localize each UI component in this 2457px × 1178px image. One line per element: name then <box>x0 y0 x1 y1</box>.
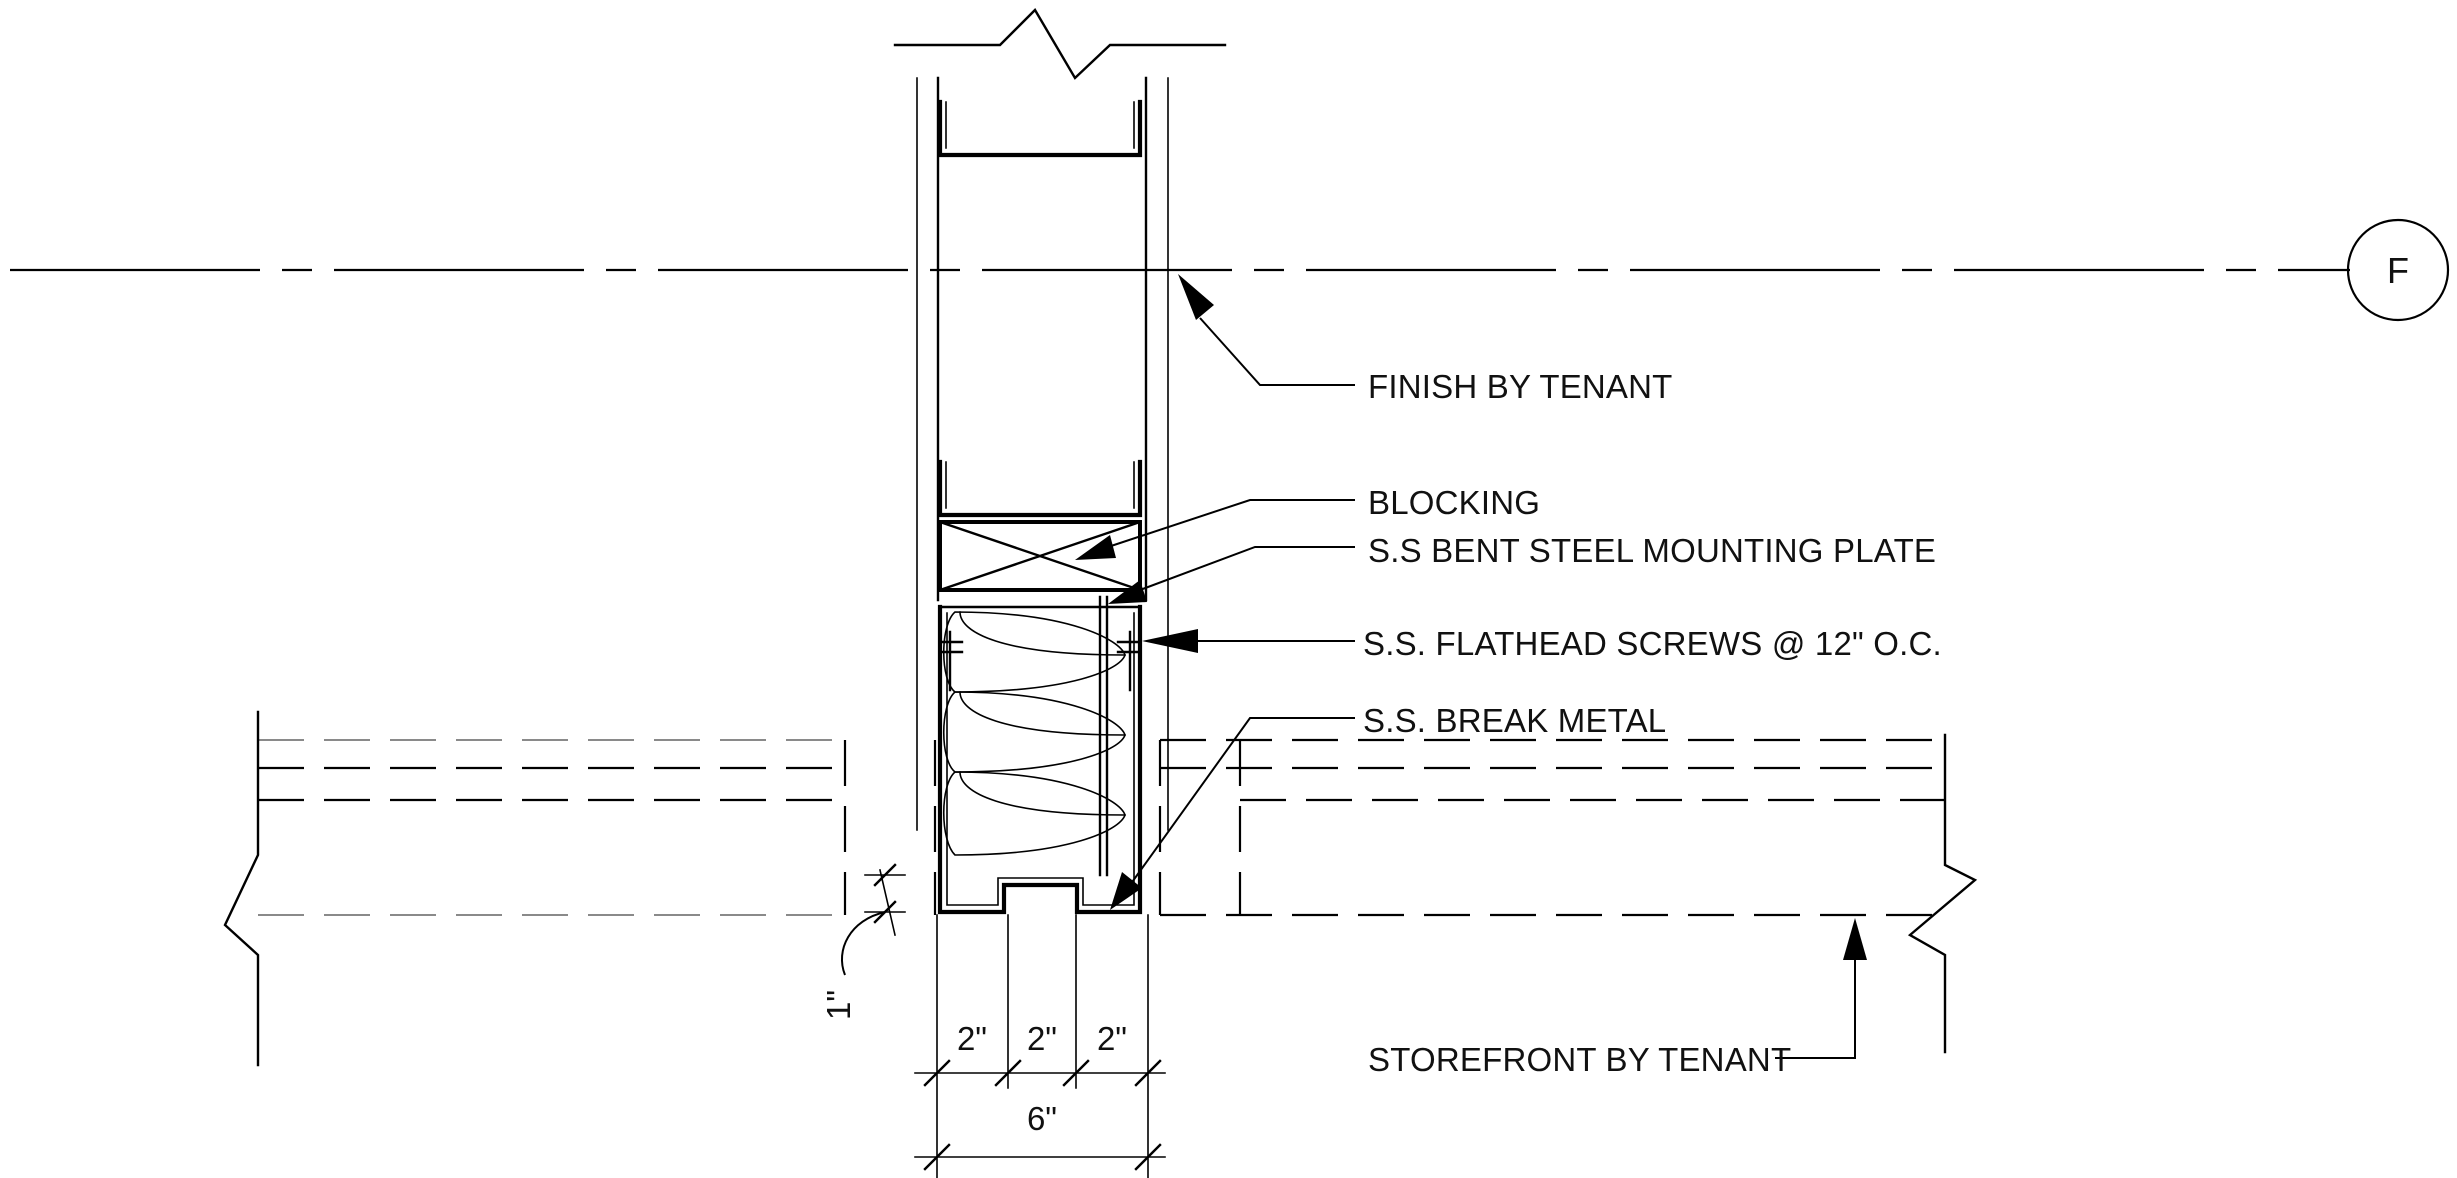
grid-bubble-f[interactable]: F <box>2346 218 2450 322</box>
dim-2in-c: 2" <box>1097 1020 1127 1057</box>
leader-screws <box>1142 629 1355 653</box>
leader-break-metal <box>1110 717 1355 910</box>
dimension-lines <box>840 863 1166 1178</box>
note-mounting-plate: S.S BENT STEEL MOUNTING PLATE <box>1368 532 1936 569</box>
leader-storefront <box>1775 918 1867 1059</box>
note-storefront: STOREFRONT BY TENANT <box>1368 1041 1791 1078</box>
note-finish-by-tenant: FINISH BY TENANT <box>1368 368 1673 405</box>
insulation <box>942 611 1126 856</box>
leader-blocking <box>1075 499 1355 560</box>
blocking <box>938 520 1142 592</box>
note-flathead-screws: S.S. FLATHEAD SCREWS @ 12" O.C. <box>1363 625 1942 662</box>
dim-2in-a: 2" <box>957 1020 987 1057</box>
note-blocking: BLOCKING <box>1368 484 1540 521</box>
grid-bubble-label: F <box>2387 250 2409 291</box>
dim-1in: 1" <box>820 990 857 1020</box>
dim-6in: 6" <box>1027 1100 1057 1137</box>
dim-2in-b: 2" <box>1027 1020 1057 1057</box>
leader-finish <box>1178 274 1355 386</box>
wall-section <box>893 8 1227 831</box>
break-metal-enclosure <box>937 595 1143 915</box>
storefront <box>223 710 1978 1067</box>
flathead-screws <box>940 630 1142 692</box>
leader-mounting-plate <box>1108 546 1355 604</box>
note-break-metal: S.S. BREAK METAL <box>1363 702 1666 739</box>
